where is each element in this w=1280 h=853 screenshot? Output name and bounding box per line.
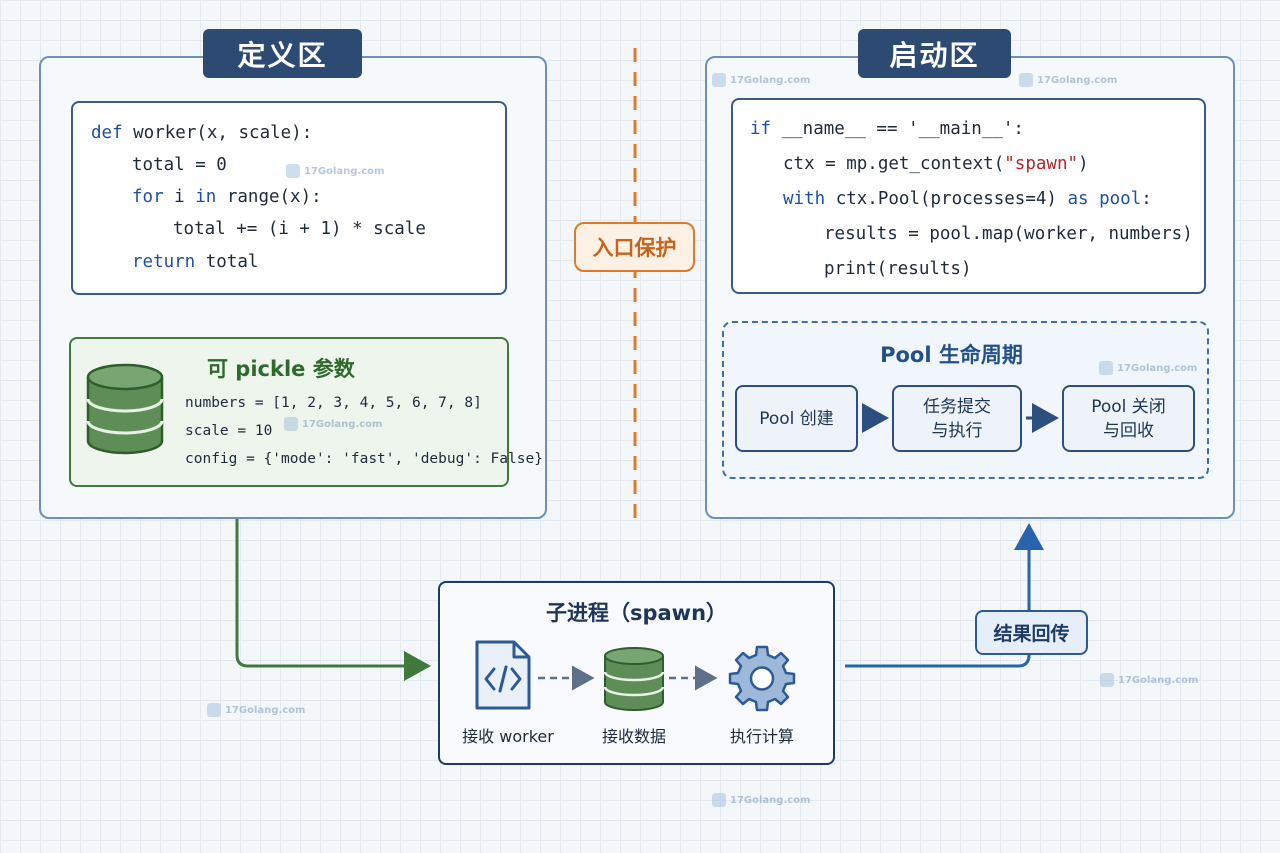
lifecycle-step-submit: 任务提交与执行 <box>892 385 1022 452</box>
lifecycle-step-create: Pool 创建 <box>735 385 858 452</box>
watermark: 17Golang.com <box>1099 361 1197 375</box>
child-to-startup-arrow <box>845 523 1044 668</box>
gear-icon <box>728 645 796 712</box>
watermark-logo-icon <box>207 703 221 717</box>
code-line-get-context: ctx = mp.get_context("spawn") <box>783 154 1089 174</box>
database-icon <box>603 647 665 711</box>
lifecycle-step-close: Pool 关闭与回收 <box>1062 385 1195 452</box>
watermark: 17Golang.com <box>712 793 810 807</box>
code-line-for: for i in range(x): <box>132 187 322 207</box>
watermark-logo-icon <box>1100 673 1114 687</box>
watermark-logo-icon <box>1099 361 1113 375</box>
lifecycle-title: Pool 生命周期 <box>880 343 1023 367</box>
watermark: 17Golang.com <box>286 164 384 178</box>
pickle-params-box: 可 pickle 参数 numbers = [1, 2, 3, 4, 5, 6,… <box>69 337 543 487</box>
pickle-line-numbers: numbers = [1, 2, 3, 4, 5, 6, 7, 8] <box>185 395 482 411</box>
code-line-def: def worker(x, scale): <box>91 123 313 143</box>
startup-header: 启动区 <box>858 29 1011 78</box>
code-line-pool-map: results = pool.map(worker, numbers) <box>824 224 1193 244</box>
result-return-badge: 结果回传 <box>975 610 1088 655</box>
definition-header: 定义区 <box>203 29 362 78</box>
code-line-accumulate: total += (i + 1) * scale <box>173 219 426 239</box>
entry-guard-badge: 入口保护 <box>574 222 695 272</box>
child-label-execute: 执行计算 <box>729 727 794 746</box>
pickle-title: 可 pickle 参数 <box>207 357 355 381</box>
watermark: 17Golang.com <box>712 73 810 87</box>
watermark: 17Golang.com <box>207 703 305 717</box>
child-label-receive-worker: 接收 worker <box>462 727 554 746</box>
database-icon <box>86 363 164 455</box>
watermark: 17Golang.com <box>1019 73 1117 87</box>
pickle-line-config: config = {'mode': 'fast', 'debug': False… <box>185 451 543 467</box>
watermark-logo-icon <box>286 164 300 178</box>
code-line-return: return total <box>132 252 259 272</box>
watermark: 17Golang.com <box>1100 673 1198 687</box>
code-line-print: print(results) <box>824 259 972 279</box>
watermark-logo-icon <box>712 73 726 87</box>
worker-code-box: def worker(x, scale): total = 0 for i in… <box>71 101 507 295</box>
child-process-panel: 子进程（spawn） 接收 worker 接收数据 执行计算 <box>438 581 835 765</box>
code-line-total-init: total = 0 <box>132 155 227 175</box>
watermark-logo-icon <box>712 793 726 807</box>
code-line-if-main: if __name__ == '__main__': <box>750 119 1024 139</box>
child-label-receive-data: 接收数据 <box>601 727 666 746</box>
code-line-with-pool: with ctx.Pool(processes=4) as pool: <box>783 189 1152 209</box>
definition-to-child-arrow <box>235 518 431 681</box>
code-file-icon <box>475 640 531 710</box>
watermark: 17Golang.com <box>284 417 382 431</box>
main-code-box: if __name__ == '__main__': ctx = mp.get_… <box>731 98 1206 294</box>
watermark-logo-icon <box>1019 73 1033 87</box>
child-process-title: 子进程（spawn） <box>545 601 728 625</box>
watermark-logo-icon <box>284 417 298 431</box>
pickle-line-scale: scale = 10 <box>185 423 273 439</box>
